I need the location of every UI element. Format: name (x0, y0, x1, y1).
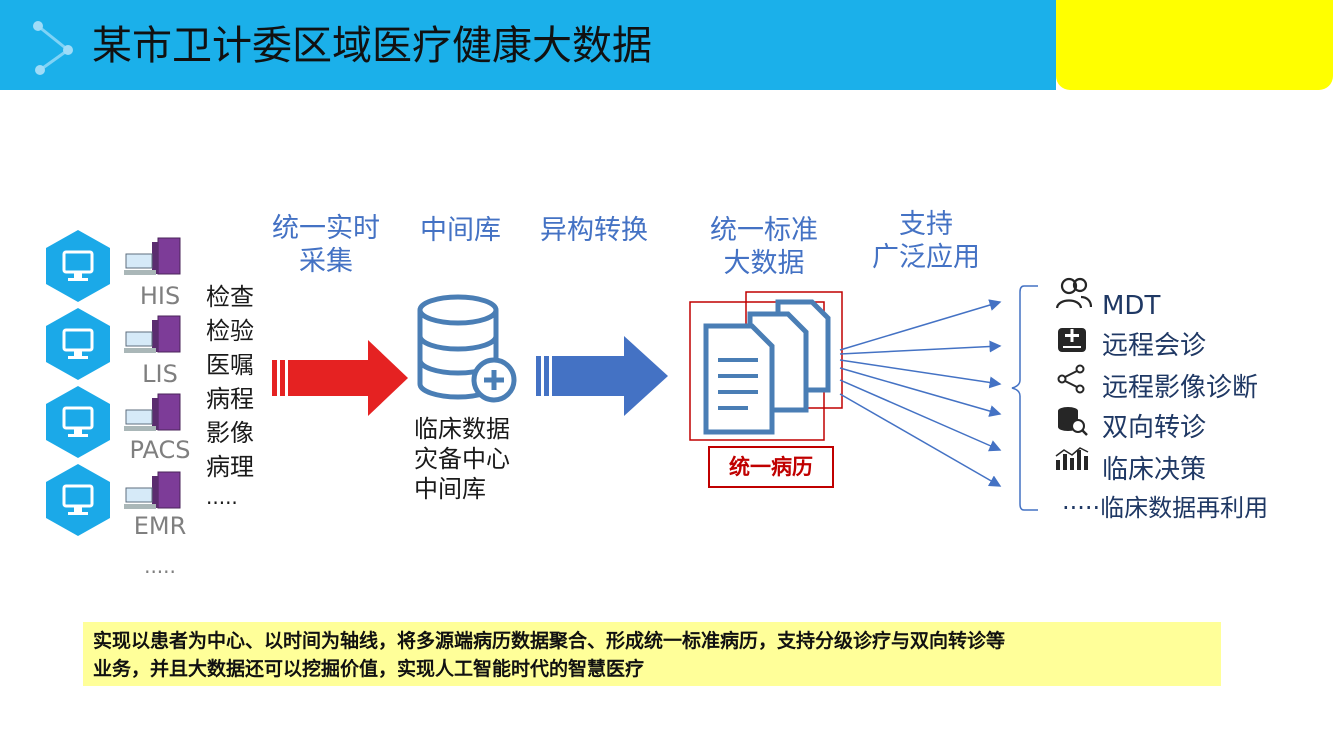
hexagon-monitor-icon (46, 308, 110, 380)
medical-kit-icon (1058, 328, 1086, 352)
data-type-item: 影像 (206, 419, 254, 447)
page-title: 某市卫计委区域医疗健康大数据 (92, 23, 652, 69)
step-convert-label: 异构转换 (540, 215, 648, 246)
system-label-pacs: PACS (129, 436, 191, 464)
header-bar (0, 0, 1056, 90)
summary-line-2: 业务，并且大数据还可以挖掘价值，实现人工智能时代的智慧医疗 (93, 658, 645, 680)
system-label-lis: LIS (142, 360, 178, 388)
network-node-icon (33, 21, 73, 75)
hexagon-monitor-icon (46, 386, 110, 458)
data-type-item: 医嘱 (206, 351, 254, 379)
step-support-line2: 广泛应用 (872, 242, 980, 273)
data-type-item: 病程 (206, 385, 254, 413)
app-item-remote-imaging: 远程影像诊断 (1102, 373, 1259, 403)
app-item-remote-consult: 远程会诊 (1102, 331, 1207, 361)
blue-arrow (536, 336, 668, 416)
summary-box: 实现以患者为中心、以时间为轴线，将多源端病历数据聚合、形成统一标准病历，支持分级… (83, 622, 1221, 686)
bracket (1011, 285, 1038, 511)
summary-line-1: 实现以患者为中心、以时间为轴线，将多源端病历数据聚合、形成统一标准病历，支持分级… (93, 630, 1006, 652)
database-caption-line: 灾备中心 (414, 445, 510, 473)
app-item-mdt: MDT (1102, 291, 1161, 321)
system-label-emr: EMR (133, 512, 187, 540)
documents-stack-icon (689, 291, 843, 441)
step-standard-line2: 大数据 (723, 248, 805, 279)
share-icon (1057, 364, 1085, 394)
data-type-item: 检查 (206, 283, 254, 311)
step-support-line1: 支持 (899, 209, 953, 240)
desktop-computer-icon (124, 393, 181, 431)
step-standard-line1: 统一标准 (710, 215, 818, 246)
data-type-list: 检查 检验 医嘱 病程 影像 病理 ..... (206, 280, 254, 510)
step-collect-line2: 采集 (299, 246, 353, 277)
app-item-data-reuse: ·····临床数据再利用 (1062, 494, 1269, 522)
data-type-item: 病理 (206, 453, 254, 481)
app-item-clinical-decision: 临床决策 (1102, 455, 1207, 485)
data-type-item: ..... (206, 485, 238, 509)
step-support-label: 支持 广泛应用 (872, 208, 980, 274)
bar-chart-icon (1055, 447, 1089, 470)
system-label-his: HIS (139, 282, 181, 310)
step-collect-label: 统一实时 采集 (272, 212, 380, 278)
step-middle-db-label: 中间库 (420, 215, 501, 246)
hexagon-monitor-icon (46, 230, 110, 302)
app-item-referral: 双向转诊 (1102, 413, 1207, 443)
database-caption-line: 临床数据 (414, 415, 510, 443)
database-search-icon (1058, 407, 1088, 436)
step-standard-label: 统一标准 大数据 (710, 214, 818, 280)
system-label-more: ..... (144, 554, 176, 578)
database-add-icon (417, 294, 517, 403)
fan-out-arrows (839, 299, 1002, 487)
data-type-item: 检验 (206, 317, 254, 345)
database-caption-line: 中间库 (414, 475, 486, 503)
desktop-computer-icon (124, 315, 181, 353)
red-arrow (272, 340, 408, 416)
doctors-icon (1056, 277, 1092, 309)
unified-record-label: 统一病历 (708, 446, 834, 488)
desktop-computer-icon (124, 237, 181, 275)
header-accent-block (1056, 0, 1333, 90)
step-collect-line1: 统一实时 (272, 213, 380, 244)
database-caption: 临床数据 灾备中心 中间库 (414, 414, 510, 504)
desktop-computer-icon (124, 471, 181, 509)
hexagon-monitor-icon (46, 464, 110, 536)
